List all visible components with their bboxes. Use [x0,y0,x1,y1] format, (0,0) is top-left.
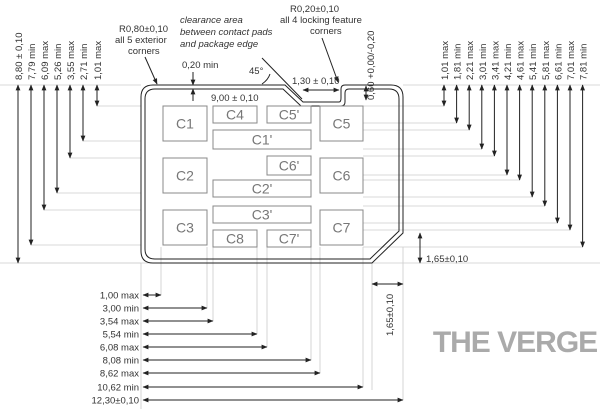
pad-label: C7 [333,220,351,236]
angle-leader [261,57,303,100]
guide-lines [0,84,600,409]
left-dimension-label: 1,01 max [93,41,104,80]
contact-pad: C2 [162,157,208,194]
pad-box [266,155,312,176]
pad-label: C8 [226,231,244,247]
exterior-radius-label: R0,80±0,10 [119,24,168,35]
contact-pad: C6 [319,157,364,194]
pad-label: C1' [252,132,273,148]
contact-pad: C1 [162,105,208,142]
right-dimension-label: 5,41 min [528,44,539,80]
angle-arc [261,73,271,85]
chamfer-vertical-label: 1,65±0,10 [426,254,468,265]
left-dimension-label: 8,80 ± 0,10 [14,33,25,80]
bottom-dimension-label: 3,54 max [100,317,139,328]
right-dimension-label: 2,21 max [465,41,476,80]
contact-pad: C3' [212,205,312,224]
right-dimension-label: 7,01 max [566,41,577,80]
bottom-dimension-label: 8,08 min [103,356,139,367]
right-dimension-label: 1,81 min [453,44,464,80]
pad-box [319,209,364,246]
exterior-radius-note-2: corners [128,46,160,57]
contact-pad: C5' [266,105,312,124]
pad-box [212,229,258,248]
pad-label: C2' [252,181,273,197]
pad-label: C3 [176,220,194,236]
card-outline-outer [140,84,404,264]
pad-box [212,179,312,198]
pad-box [212,129,312,150]
pad-label: C7' [279,231,300,247]
pad-label: C4 [226,107,244,123]
pad-box [212,205,312,224]
card-outline-inner [144,88,400,260]
pad-box [162,209,208,246]
pad-box [212,105,258,124]
pad-label: C6 [333,168,351,184]
left-dimension-label: 7,79 min [27,44,38,80]
pad-box [319,105,364,142]
locking-note-1: all 4 locking feature [280,15,362,26]
pad-box [319,157,364,194]
contact-pad: C8 [212,229,258,248]
exterior-radius-note-1: all 5 exterior [115,35,167,46]
bottom-dimension-label: 10,62 min [97,383,139,394]
pad-label: C2 [176,168,194,184]
pad-box [162,105,208,142]
bottom-dimension-label: 1,00 max [100,291,139,302]
pad-label: C6' [279,158,300,174]
pad-label: C3' [252,207,273,223]
angle-label: 45° [249,66,264,77]
pad-label: C5 [333,116,351,132]
right-dimension-label: 5,81 max [541,41,552,80]
notch-width-label: 1,30 ± 0,10 [292,76,339,87]
locking-radius-label: R0,20±0,10 [290,4,339,15]
bottom-dimension-label: 3,00 min [103,304,139,315]
contact-pad: C2' [212,179,312,198]
left-dimension-label: 5,26 min [53,44,64,80]
watermark-logo: THE VERGE [433,326,597,359]
bottom-dimension-label: 5,54 min [103,330,139,341]
left-dimension-label: 2,71 min [79,44,90,80]
contact-pad: C6' [266,155,312,176]
min-gap-label: 0,20 min [182,60,218,71]
right-dimension-label: 4,21 min [503,44,514,80]
locking-radius-leader [321,37,339,83]
pad-box [162,157,208,194]
pad-box [266,105,312,124]
locking-note-2: corners [310,26,342,37]
right-dimension-label: 1,01 max [440,41,451,80]
clearance-label-1: clearance area [180,15,243,26]
right-dimension-label: 3,41 max [490,41,501,80]
notch-depth-label: 0,60 +0,00/-0,20 [366,31,377,100]
exterior-radius-leader [144,56,158,85]
right-dimension-label: 4,61 max [516,41,527,80]
chamfer-horizontal-label: 1,65±0,10 [385,294,396,336]
pad-box [266,229,312,248]
right-dimension-label: 3,01 min [478,44,489,80]
right-dimension-label: 7,81 min [579,44,590,80]
contact-pad: C7 [319,209,364,246]
left-dimension-label: 3,55 max [66,41,77,80]
left-dimension-label: 6,09 max [40,41,51,80]
contact-pad: C7' [266,229,312,248]
bottom-dimension-label: 6,08 max [100,343,139,354]
contact-pad: C4 [212,105,258,124]
clearance-label-3: and package edge [180,39,258,50]
clearance-label-2: between contact pads [180,27,273,38]
contact-pad: C3 [162,209,208,246]
right-dimension-label: 6,61 min [553,44,564,80]
contact-pad: C1' [212,129,312,150]
pad-label: C1 [176,116,194,132]
pad-label: C5' [279,107,300,123]
bottom-dimension-label: 8,62 max [100,369,139,380]
bottom-dimension-label: 12,30±0,10 [92,396,139,407]
inner-width-label: 9,00 ± 0,10 [211,93,258,104]
contact-pad: C5 [319,105,364,142]
